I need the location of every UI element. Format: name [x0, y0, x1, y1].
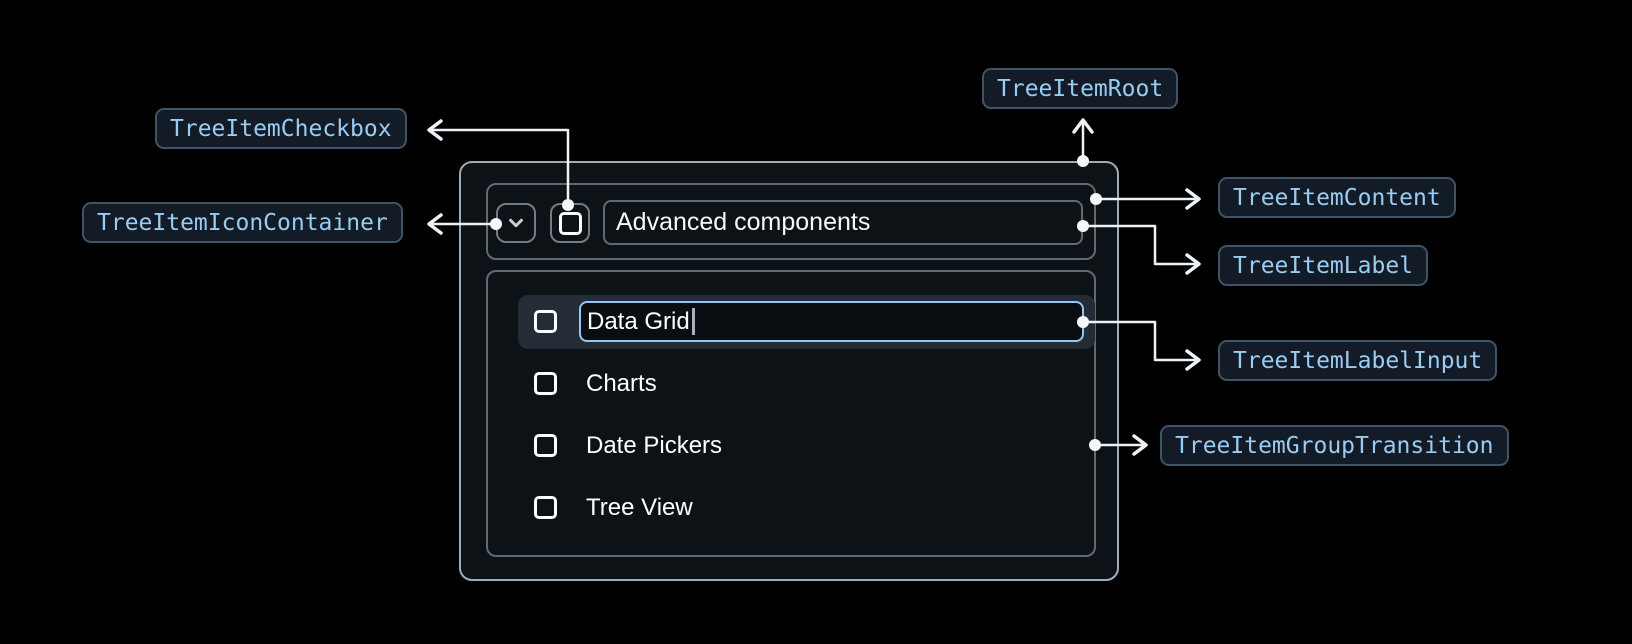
checkbox-unchecked-icon	[558, 211, 582, 235]
tree-item-label-text: Charts	[586, 370, 657, 397]
annotation-label: TreeItemCheckbox	[170, 115, 392, 142]
arrow-right-icon	[1185, 188, 1201, 210]
annotation-tree-item-label: TreeItemLabel	[1218, 245, 1429, 286]
tree-item-label-text: Tree View	[586, 494, 693, 521]
annotation-label: TreeItemIconContainer	[97, 209, 388, 236]
arrow-up-icon	[1072, 118, 1094, 134]
tree-item-row[interactable]: Charts	[518, 357, 1095, 411]
connector-root	[1072, 118, 1094, 167]
tree-item-label-text: Date Pickers	[586, 432, 723, 459]
annotation-tree-item-icon-container: TreeItemIconContainer	[82, 202, 403, 243]
annotation-tree-item-label-input: TreeItemLabelInput	[1218, 340, 1498, 381]
label-input-value: Data Grid	[587, 307, 690, 335]
arrow-right-icon	[1185, 349, 1201, 371]
tree-item-label-text: Advanced components	[616, 208, 871, 236]
tree-item-icon-container[interactable]	[496, 203, 536, 243]
annotation-label: TreeItemGroupTransition	[1175, 432, 1494, 459]
tree-item-checkbox[interactable]	[550, 203, 590, 243]
checkbox-unchecked-icon[interactable]	[534, 310, 557, 333]
tree-item-label-input[interactable]: Data Grid	[579, 301, 1084, 342]
arrow-right-icon	[1132, 434, 1148, 456]
tree-item-label[interactable]: Advanced components	[603, 200, 1083, 245]
annotation-tree-item-content: TreeItemContent	[1218, 177, 1456, 218]
annotation-tree-item-root: TreeItemRoot	[982, 68, 1179, 109]
annotation-tree-item-group-transition: TreeItemGroupTransition	[1160, 425, 1509, 466]
tree-item-content[interactable]: Advanced components	[486, 183, 1096, 260]
arrow-right-icon	[1185, 253, 1201, 275]
text-cursor	[691, 308, 695, 335]
arrow-left-icon	[427, 119, 443, 141]
annotation-label: TreeItemLabelInput	[1233, 347, 1483, 374]
checkbox-unchecked-icon[interactable]	[534, 496, 557, 519]
tree-item-row-editing[interactable]: Data Grid	[518, 295, 1095, 349]
annotation-label: TreeItemLabel	[1233, 252, 1414, 279]
arrow-left-icon	[427, 213, 443, 235]
annotation-label: TreeItemRoot	[997, 75, 1164, 102]
annotation-label: TreeItemContent	[1233, 184, 1441, 211]
chevron-down-icon	[509, 218, 523, 228]
tree-item-row[interactable]: Date Pickers	[518, 419, 1095, 473]
checkbox-unchecked-icon[interactable]	[534, 372, 557, 395]
tree-item-group-transition: Data Grid Charts Date Pickers Tree View	[486, 270, 1096, 557]
annotation-tree-item-checkbox: TreeItemCheckbox	[155, 108, 407, 149]
tree-item-row[interactable]: Tree View	[518, 481, 1095, 535]
tree-item-root: Advanced components Data Grid Charts Dat…	[459, 161, 1119, 581]
checkbox-unchecked-icon[interactable]	[534, 434, 557, 457]
